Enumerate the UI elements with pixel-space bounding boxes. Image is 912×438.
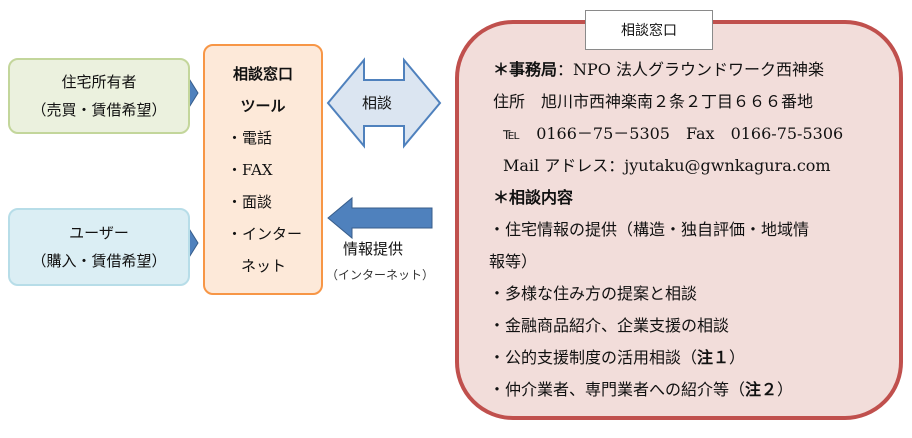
mail-line: Mail アドレス：jyutaku@gwnkagura.com [503,156,831,175]
user-title: ユーザー [69,223,129,242]
office-heading: ＊事務局 [493,60,558,79]
consult-tools-box: 相談窓口 ツール ・電話 ・FAX ・面談 ・インター ネット [203,44,323,295]
consult-double-arrow [326,57,442,149]
owner-title: 住宅所有者 [61,72,137,91]
tool-item-fax: ・FAX [227,161,273,179]
consult-desk-box: ＊事務局：NPO 法人グラウンドワーク西神楽 住所 旭川市西神楽南２条２丁目６６… [455,20,903,420]
content-item-3: ・金融商品紹介、企業支援の相談 [489,316,730,335]
office-line: ＊事務局：NPO 法人グラウンドワーク西神楽 [459,54,899,86]
content-item-5: ・仲介業者、専門業者への紹介等（注２） [489,380,794,399]
tools-title-1: 相談窓口 [232,65,293,83]
content-item-2: ・多様な住み方の提案と相談 [489,284,698,303]
tool-item-internet-cont: ネット [241,257,287,275]
user-box: ユーザー （購入・賃借希望） [8,208,190,286]
content-item-4: ・公的支援制度の活用相談（注１） [489,348,746,367]
info-arrow-sublabel: （インターネット） [326,268,435,282]
tool-item-meeting: ・面談 [227,193,273,211]
tool-item-phone: ・電話 [227,129,273,147]
address-line: 住所 旭川市西神楽南２条２丁目６６６番地 [493,92,814,111]
user-subtitle: （購入・賃借希望） [31,252,167,270]
content-heading: ＊相談内容 [493,188,574,207]
consult-arrow-label: 相談 [362,94,393,112]
owner-box: 住宅所有者 （売買・賃借希望） [8,58,190,134]
tools-title-2: ツール [240,97,286,115]
desk-label: 相談窓口 [585,10,713,50]
content-item-1-cont: 報等） [489,252,538,271]
owner-subtitle: （売買・賃借希望） [31,101,167,119]
tool-item-internet: ・インター [227,225,303,243]
content-item-4-text: ・公的支援制度の活用相談（ [489,348,698,367]
content-item-5-text: ・仲介業者、専門業者への紹介等（ [489,380,746,399]
content-item-1: ・住宅情報の提供（構造・独自評価・地域情 [489,220,810,239]
office-name: ：NPO 法人グラウンドワーク西神楽 [557,60,824,79]
info-provision-arrow [327,196,433,240]
tel-fax-line: ℡ 0166－75－5305 Fax 0166-75-5306 [503,124,844,143]
note-1: 注１ [697,348,730,367]
note-2: 注２ [745,380,778,399]
info-arrow-label: 情報提供 [343,240,404,258]
